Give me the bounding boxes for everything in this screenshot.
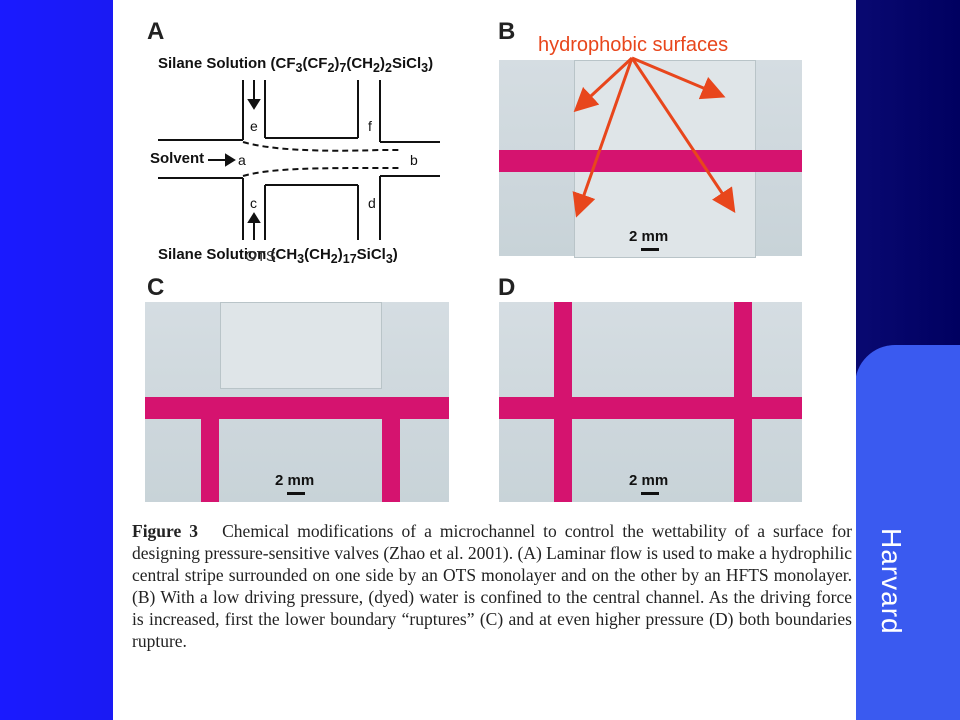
dye-stripe-d [499, 397, 802, 419]
scale-label-b: 2 mm [629, 228, 669, 245]
label-a: a [238, 152, 246, 168]
scale-bar-c [287, 492, 305, 495]
caption-text: Chemical modifications of a microchannel… [132, 521, 852, 651]
label-f: f [368, 118, 372, 134]
upper-region-c [220, 302, 382, 389]
label-e: e [250, 118, 258, 134]
dye-stripe-c [145, 397, 449, 419]
silane-top-label: Silane Solution (CF3(CF2)7(CH2)2SiCl3) [158, 55, 434, 75]
scale-bar-d [641, 492, 659, 495]
side-decoration [855, 345, 960, 720]
scale-bar-b [641, 248, 659, 251]
dye-leak-left-c [201, 419, 219, 502]
side-label: Harvard [876, 528, 907, 635]
channel-schematic [158, 80, 440, 240]
dye-vertical-left-d [554, 302, 572, 502]
label-b: b [410, 152, 418, 168]
hydrophobic-region-bottom [574, 170, 756, 258]
hydrophobic-annotation: hydrophobic surfaces [538, 34, 729, 56]
dye-leak-right-c [382, 419, 400, 502]
scale-label-d: 2 mm [629, 472, 669, 489]
label-c: c [250, 195, 257, 211]
dye-vertical-right-d [734, 302, 752, 502]
figure-caption: Figure 3 Chemical modifications of a mic… [132, 520, 852, 652]
panel-d-label: D [498, 274, 516, 301]
solvent-label: Solvent [150, 150, 205, 167]
caption-heading: Figure 3 [132, 521, 199, 541]
label-d: d [368, 195, 376, 211]
annotation-arrows [572, 56, 736, 218]
photo-d: 2 mm [499, 302, 802, 502]
ots-annotation: OTS [245, 248, 276, 265]
silane-bottom-label: Silane Solution (CH3(CH2)17SiCl3) [158, 246, 398, 266]
panel-b-label: B [498, 18, 516, 45]
photo-b: 2 mm [499, 60, 802, 258]
panel-a-label: A [147, 18, 165, 45]
photo-c: 2 mm [145, 302, 449, 502]
scale-label-c: 2 mm [275, 472, 315, 489]
dye-stripe [499, 150, 802, 172]
panel-c-label: C [147, 274, 165, 301]
